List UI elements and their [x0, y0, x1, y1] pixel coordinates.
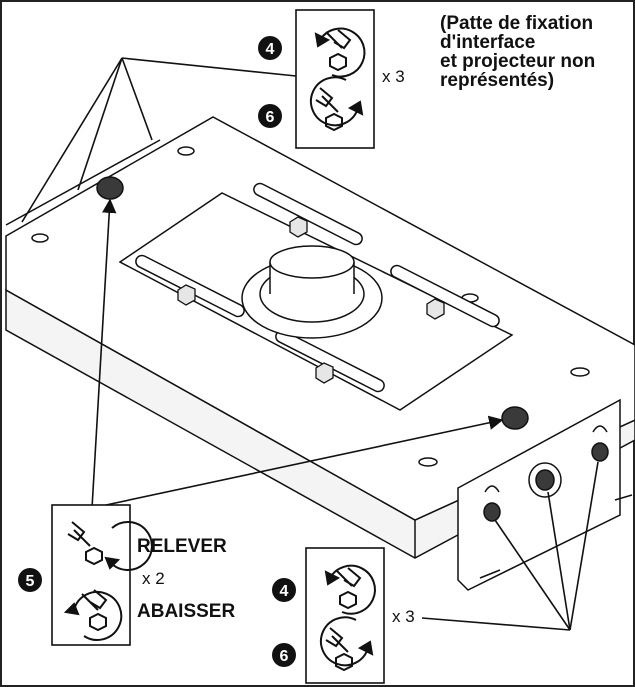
note-line-1: (Patte de fixation: [440, 13, 594, 34]
step-6-label: 6: [280, 648, 289, 665]
wrench-raise-icon: [67, 521, 153, 571]
raise-label: RELEVER: [137, 536, 227, 557]
adapter-plate: [118, 182, 514, 411]
wrench-loosen-icon: [314, 27, 366, 78]
wrench-lower-icon: [63, 589, 123, 641]
step-6-badge: [272, 643, 296, 667]
note-text: (Patte de fixation d'interface et projec…: [440, 14, 635, 90]
step-4-badge: [258, 36, 282, 60]
side-bracket: [457, 398, 633, 591]
pointer-lines: [21, 57, 599, 631]
wrench-loosen-icon: [324, 564, 376, 615]
multiplier-label: x 3: [382, 67, 405, 86]
multiplier-label: x 2: [142, 569, 165, 588]
step-6-label: 6: [266, 109, 275, 126]
callout-middle: 5 RELEVER x 2 ABAISSER: [18, 504, 235, 646]
step-4-label: 4: [280, 583, 289, 600]
callout-bottom: 4 6 x 3: [272, 547, 415, 684]
multiplier-label: x 3: [392, 607, 415, 626]
callout-top-box: [295, 9, 375, 149]
hex-nuts: [177, 216, 445, 384]
lower-label: ABAISSER: [137, 601, 235, 622]
step-4-label: 4: [266, 41, 275, 58]
wrench-tighten-icon: [319, 616, 374, 672]
step-6-badge: [258, 104, 282, 128]
step-4-badge: [272, 578, 296, 602]
callout-top: 4 6 x 3: [258, 9, 405, 149]
note-line-2: d'interface: [440, 32, 536, 53]
step-5-badge: [18, 568, 42, 592]
wrench-tighten-icon: [309, 76, 364, 132]
note-line-3: et projecteur non: [440, 51, 596, 72]
step-5-label: 5: [26, 573, 35, 590]
note-line-4: représentés): [440, 70, 555, 91]
callout-bottom-box: [305, 547, 385, 684]
